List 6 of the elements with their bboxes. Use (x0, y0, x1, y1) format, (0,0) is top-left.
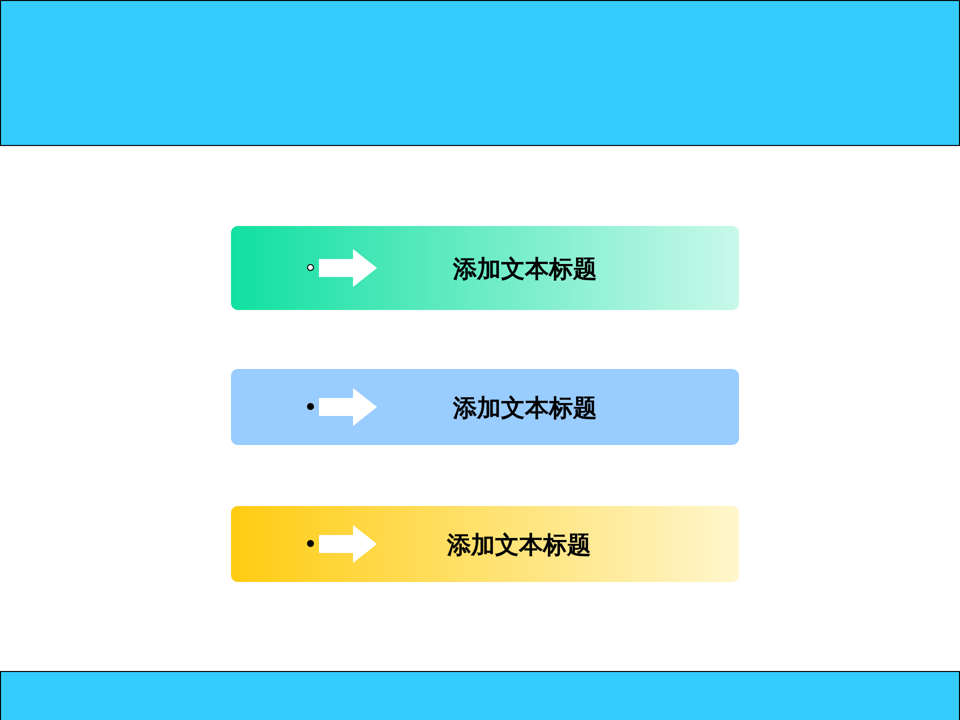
title-text: 添加文本标题 (453, 392, 597, 424)
title-text: 添加文本标题 (447, 529, 591, 561)
title-bar (231, 226, 739, 310)
title-bar (231, 369, 739, 445)
title-text: 添加文本标题 (453, 253, 597, 285)
title-bar (231, 506, 739, 582)
